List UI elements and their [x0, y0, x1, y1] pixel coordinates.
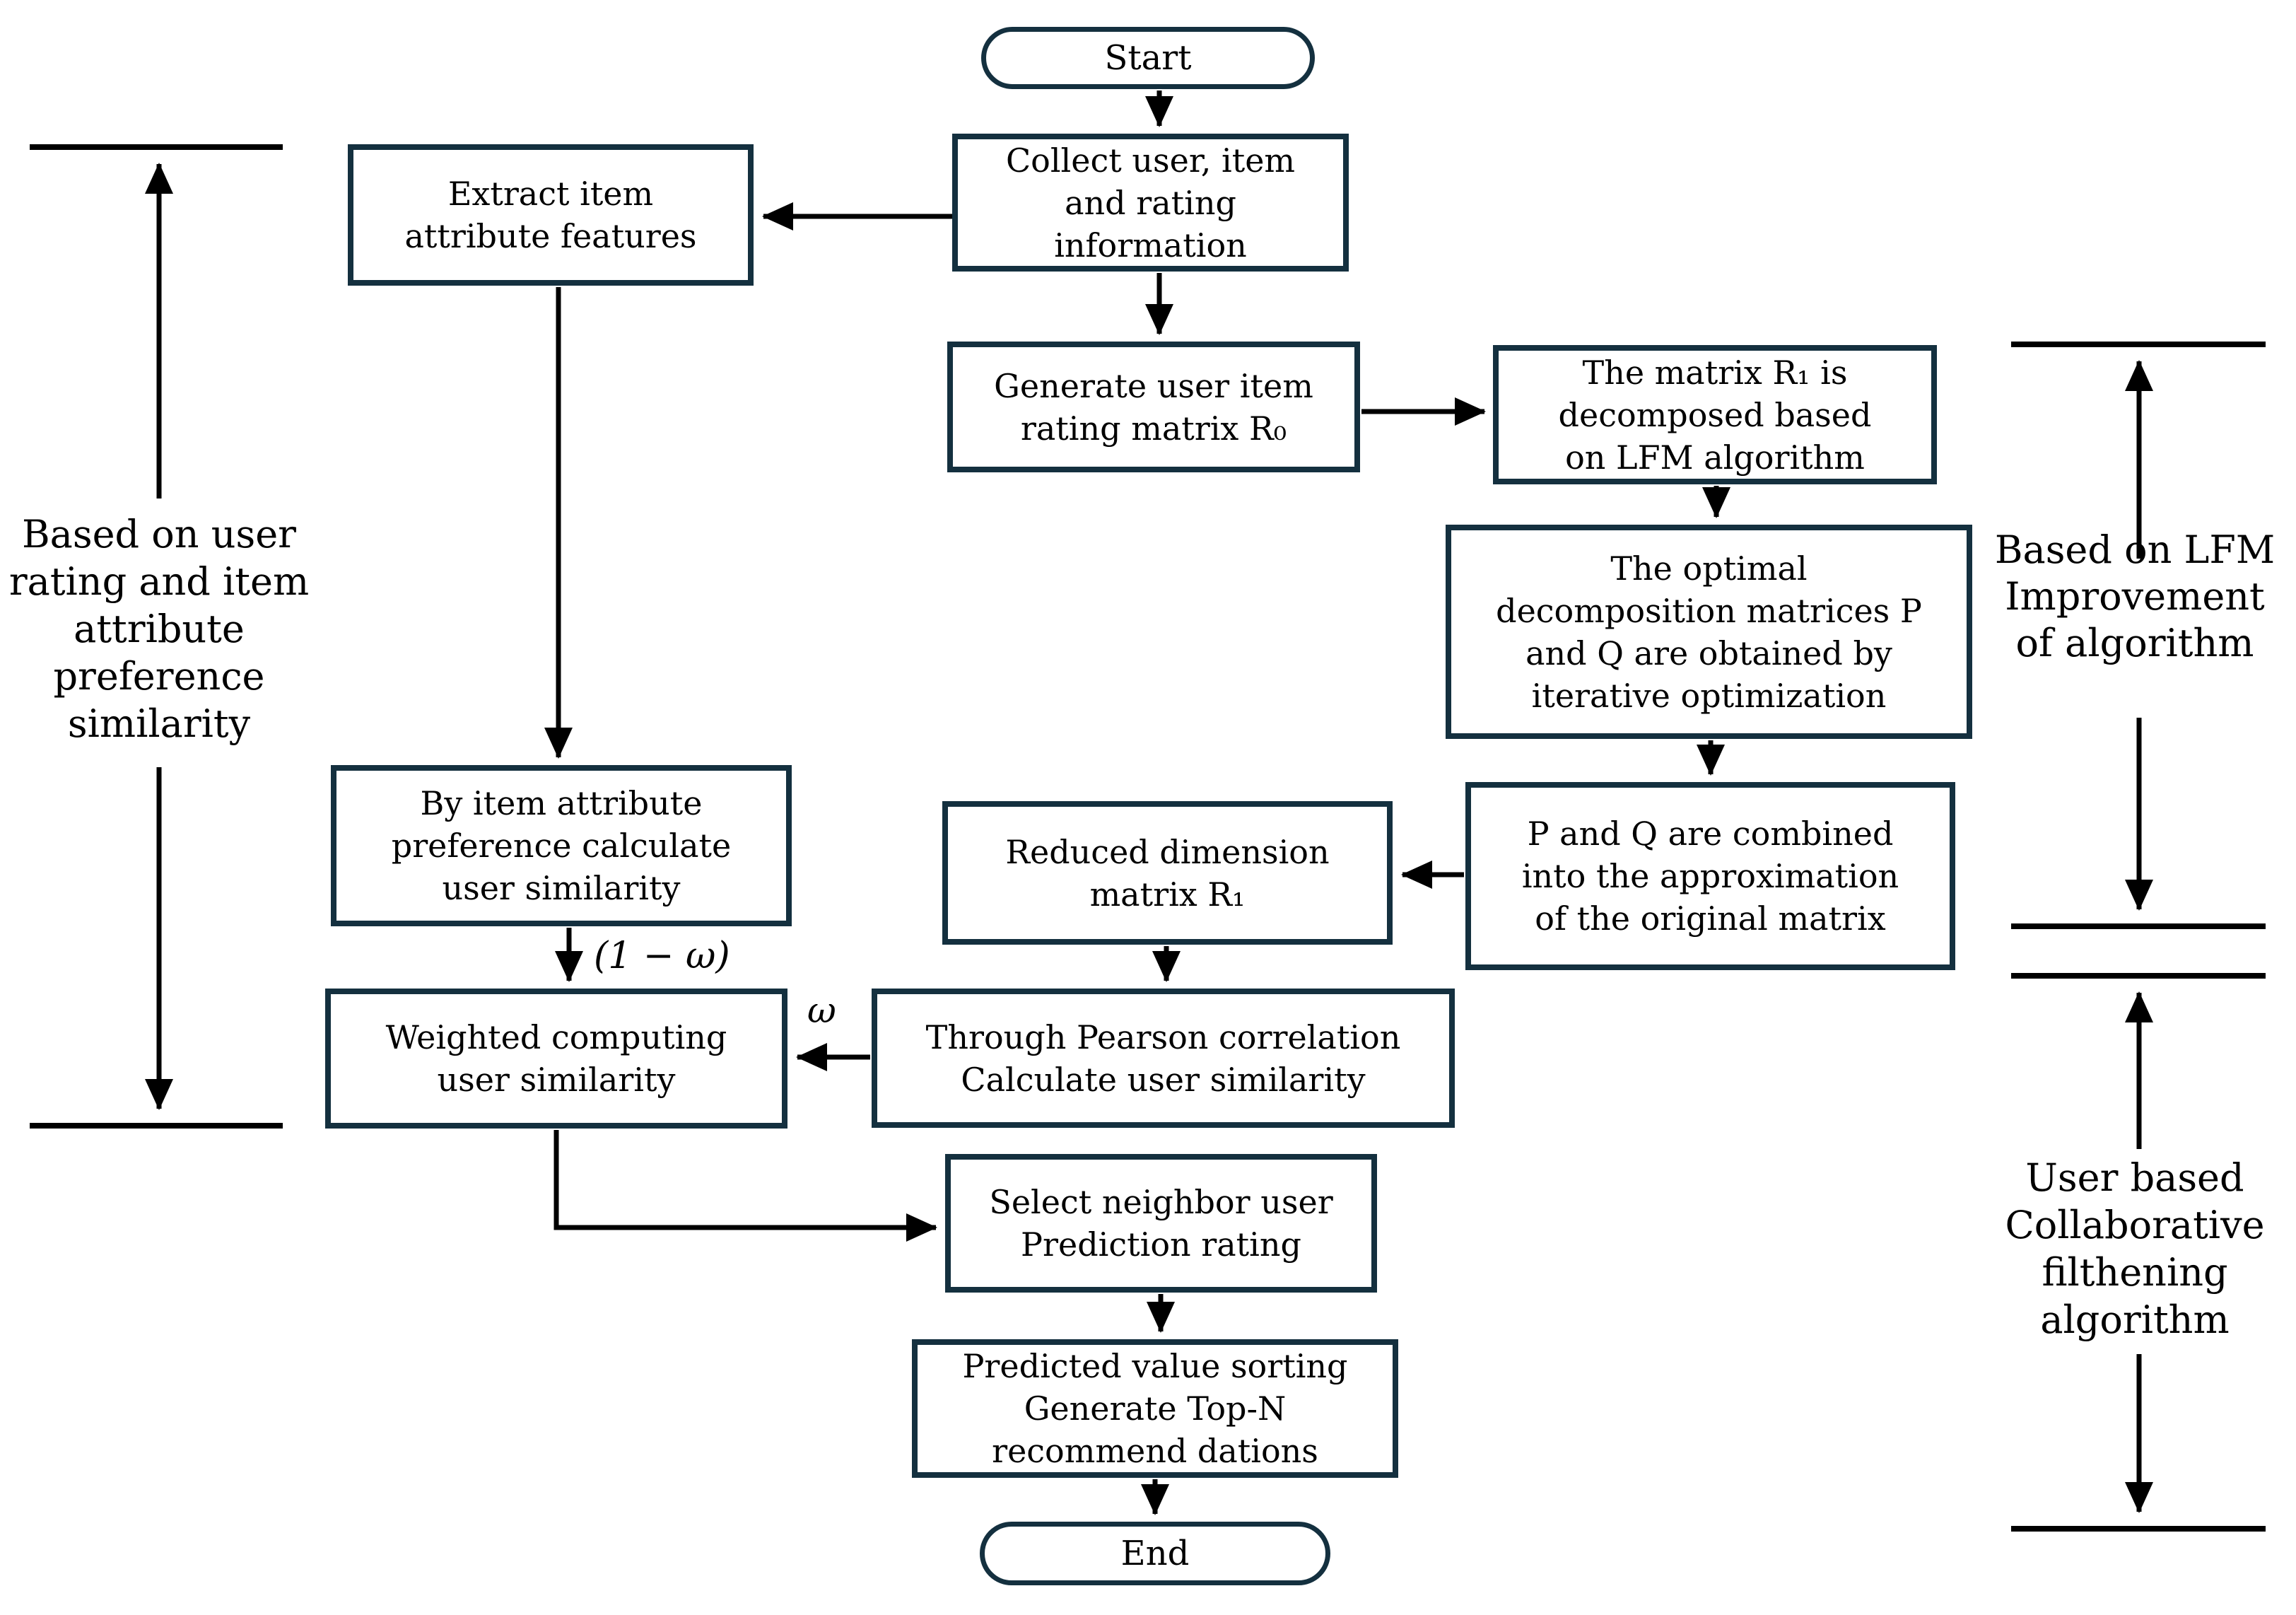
node-generate-matrix: Generate user item rating matrix R₀: [947, 342, 1360, 472]
node-extract-attributes: Extract item attribute features: [348, 144, 754, 286]
node-topn-recommendations: Predicted value sorting Generate Top-N r…: [912, 1339, 1398, 1478]
label-one-minus-omega: (1 − ω): [594, 935, 730, 977]
edge-weighted-to-select: [554, 1130, 937, 1242]
node-weighted-similarity: Weighted computing user similarity: [325, 989, 787, 1129]
annotation-user-based-cf: User based Collaborative filthening algo…: [2005, 1155, 2265, 1342]
node-start: Start: [981, 27, 1315, 89]
node-end: End: [980, 1522, 1330, 1585]
node-select-neighbors: Select neighbor user Prediction rating: [945, 1154, 1377, 1293]
node-lfm-decompose: The matrix R₁ is decomposed based on LFM…: [1493, 345, 1937, 484]
node-combine-approximation: P and Q are combined into the approximat…: [1465, 782, 1955, 970]
annotation-lfm-improvement: Based on LFM Improvement of algorithm: [1994, 527, 2276, 665]
label-omega: ω: [807, 990, 836, 1031]
node-item-attribute-similarity: By item attribute preference calculate u…: [331, 765, 792, 926]
node-collect-info: Collect user, item and rating informatio…: [952, 134, 1349, 272]
node-reduced-matrix: Reduced dimension matrix R₁: [942, 801, 1393, 945]
node-pearson-similarity: Through Pearson correlation Calculate us…: [872, 989, 1455, 1128]
annotation-user-rating-similarity: Based on user rating and item attribute …: [8, 512, 310, 746]
node-optimal-matrices: The optimal decomposition matrices P and…: [1446, 525, 1972, 739]
